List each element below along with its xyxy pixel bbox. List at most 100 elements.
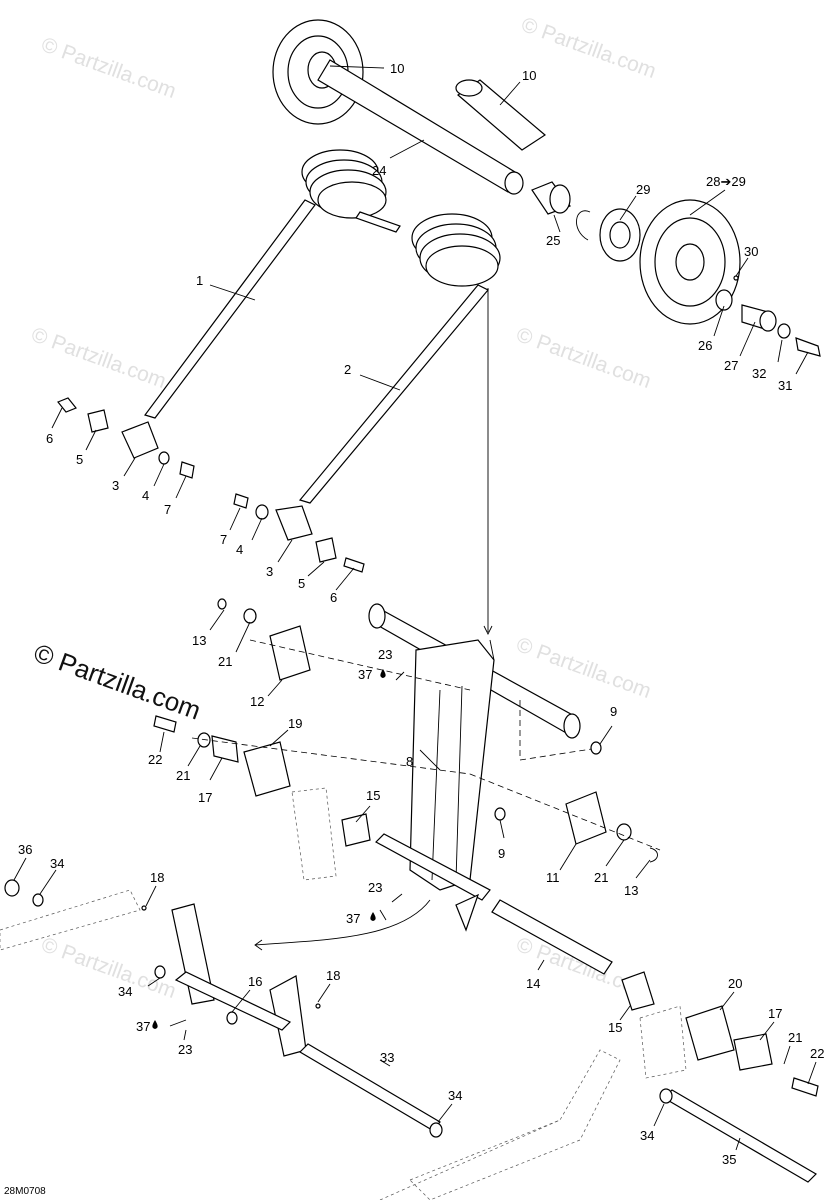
callout-label: 37	[358, 667, 372, 682]
watermark-text: © Partzilla.com	[513, 323, 654, 393]
callout-label: 29	[636, 182, 650, 197]
callout-label: 30	[744, 244, 758, 259]
callout-label: 16	[248, 974, 262, 989]
shaft-35	[663, 1089, 817, 1183]
callout-label: 9	[610, 704, 617, 719]
callout-label: 22	[810, 1046, 824, 1061]
callout-label: 19	[288, 716, 302, 731]
callout-label: 35	[722, 1152, 736, 1167]
callout-label: 34	[448, 1088, 462, 1103]
callout-label: 34	[118, 984, 132, 999]
callout-label: 5	[298, 576, 305, 591]
spacer-17	[733, 1033, 773, 1071]
bracket-11	[565, 791, 658, 863]
washer-34	[154, 965, 166, 979]
callout-label: 11	[546, 870, 560, 885]
callout-label: 2	[344, 362, 351, 377]
callout-label: 21	[176, 768, 190, 783]
callout-label: 9	[498, 846, 505, 861]
callout-label: 36	[18, 842, 32, 857]
washer-34	[32, 893, 44, 907]
callout-label: 37	[136, 1019, 150, 1034]
assembly-lines	[191, 288, 661, 951]
callout-label: 23	[178, 1042, 192, 1057]
callout-label: 6	[330, 590, 337, 605]
shaft-14	[491, 899, 613, 975]
rails	[0, 889, 621, 1200]
callout-label: 13	[192, 633, 206, 648]
callout-label: 34	[640, 1128, 654, 1143]
spring-hardware-lower	[233, 493, 365, 573]
callout-label: 23	[378, 647, 392, 662]
callout-label: 24	[372, 163, 386, 178]
callout-label: 28➔29	[706, 174, 746, 189]
callout-label: 31	[778, 378, 792, 393]
callout-label: 6	[46, 431, 53, 446]
ghost-plate-right	[639, 1005, 687, 1079]
rear-arm-16	[141, 903, 321, 1057]
callout-label: 7	[220, 532, 227, 547]
callout-label: 4	[142, 488, 149, 503]
spacer-15	[621, 971, 655, 1011]
pivot-block-19	[153, 715, 371, 847]
lower-cross	[375, 833, 491, 901]
callout-label: 26	[698, 338, 712, 353]
watermark-text: © Partzilla.com	[513, 633, 654, 703]
callout-label: 14	[526, 976, 540, 991]
oil-drop-icon	[380, 669, 386, 678]
callout-label: 22	[148, 752, 162, 767]
ring-26	[715, 289, 733, 311]
callout-label: 8	[406, 754, 413, 769]
oil-drop-icon	[152, 1020, 158, 1029]
callout-label: 20	[728, 976, 742, 991]
watermark-text: © Partzilla.com	[28, 323, 169, 393]
spring-1	[144, 149, 401, 419]
callout-label: 15	[366, 788, 380, 803]
callout-label: 5	[76, 452, 83, 467]
callout-label: 12	[250, 694, 264, 709]
washer-32	[777, 323, 791, 339]
ghost-plate	[291, 787, 337, 881]
callout-label: 15	[608, 1020, 622, 1035]
callout-label: 1	[196, 273, 203, 288]
callout-label: 33	[380, 1050, 394, 1065]
callout-label: 21	[218, 654, 232, 669]
arm-body	[409, 639, 495, 891]
spring-2	[298, 213, 501, 504]
callout-label: 18	[150, 870, 164, 885]
callout-label: 10	[522, 68, 536, 83]
nut-36	[4, 879, 20, 897]
bolt-22	[791, 1077, 819, 1097]
callout-label: 17	[198, 790, 212, 805]
bolt-31	[795, 337, 821, 357]
front-arm-8	[368, 603, 581, 932]
oil-drop-icons	[152, 669, 386, 1029]
watermark-text: © Partzilla.com	[38, 33, 179, 103]
spring-hardware-upper	[57, 397, 195, 479]
callout-label: 17	[768, 1006, 782, 1021]
circlip	[576, 210, 591, 241]
watermark-main: © Partzilla.com	[30, 637, 205, 725]
washer-34	[429, 1122, 443, 1138]
callout-label: 21	[594, 870, 608, 885]
callouts: 10 10 24 29 28➔29 25 30 1 2 26 27 32 31 …	[18, 61, 824, 1167]
callout-label: 21	[788, 1030, 802, 1045]
callout-label: 27	[724, 358, 738, 373]
callout-label: 32	[752, 366, 766, 381]
springs	[144, 149, 501, 504]
callout-label: 7	[164, 502, 171, 517]
leader-lines	[13, 65, 817, 1151]
shaft-33	[299, 1043, 441, 1131]
watermark-text: © Partzilla.com	[518, 13, 659, 83]
callout-label: 25	[546, 233, 560, 248]
bolt-9	[494, 807, 506, 821]
drawing-code: 28M0708	[4, 1186, 46, 1197]
dot-30	[733, 275, 739, 281]
callout-label: 23	[368, 880, 382, 895]
block-20	[685, 1005, 735, 1061]
callout-label: 37	[346, 911, 360, 926]
callout-label: 34	[50, 856, 64, 871]
callout-label: 3	[266, 564, 273, 579]
bolt-9	[590, 741, 602, 755]
